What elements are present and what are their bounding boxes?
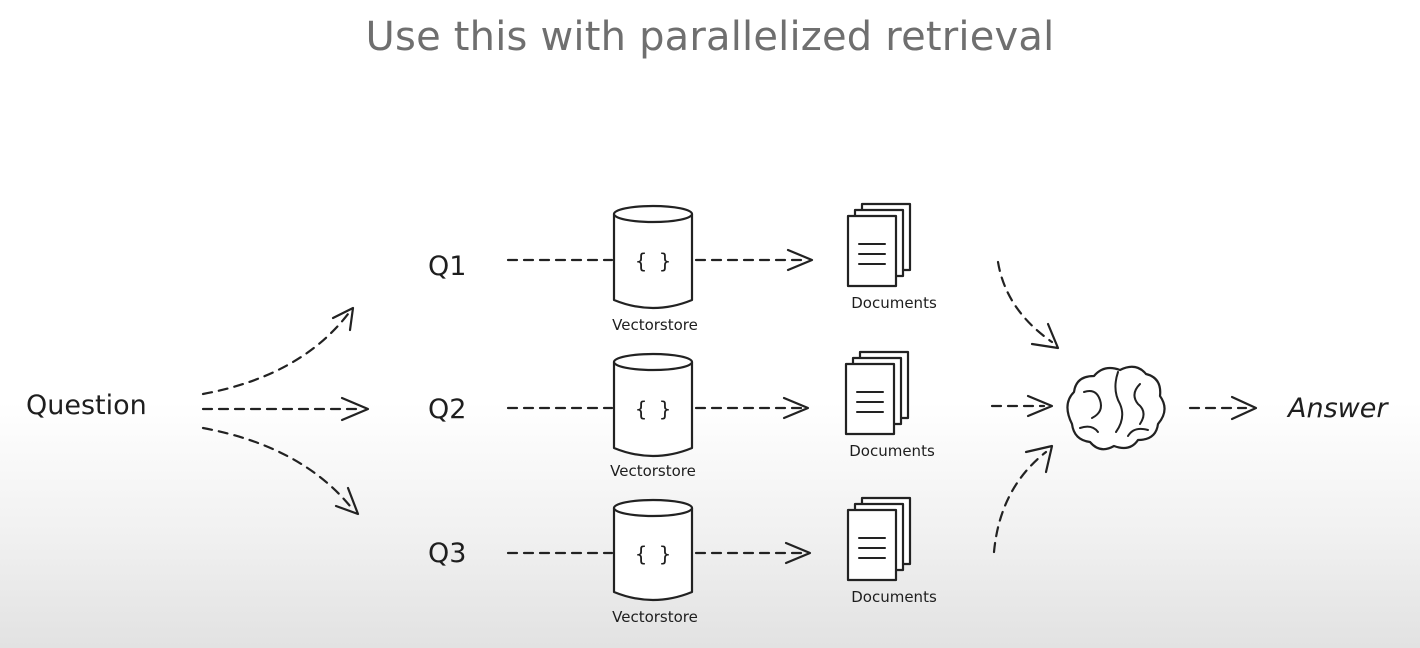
query-label-q3: Q3: [428, 538, 466, 569]
database-cylinder-icon: { }: [612, 498, 694, 602]
store-to-docs-arrow-1: [694, 248, 814, 272]
docs-to-llm-arrow-1: [996, 260, 1060, 350]
vectorstore-label-2: Vectorstore: [610, 462, 696, 480]
query-label-q1: Q1: [428, 251, 466, 282]
document-stack-icon: [846, 202, 912, 288]
query-label-q2: Q2: [428, 394, 466, 425]
vectorstore-symbol: { }: [635, 542, 671, 566]
branch-1: Q1 { } Vectorstore Documents: [428, 202, 937, 334]
database-cylinder-icon: { }: [612, 204, 694, 310]
vectorstore-symbol: { }: [635, 249, 671, 273]
brain-icon: [1066, 365, 1166, 451]
documents-label-3: Documents: [851, 588, 937, 606]
docs-to-llm-arrow-3: [992, 444, 1054, 554]
fanout-arrow-middle: [201, 396, 370, 422]
fanout-arrow-up: [201, 306, 355, 396]
store-to-docs-arrow-2: [694, 396, 810, 420]
database-cylinder-icon: { }: [612, 352, 694, 458]
docs-to-llm-arrow-2: [990, 394, 1054, 418]
branch-2: Q2 { } Vectorstore Documents: [428, 350, 935, 480]
vectorstore-label-3: Vectorstore: [612, 608, 698, 626]
documents-label-2: Documents: [849, 442, 935, 460]
fanout-arrow-down: [201, 426, 360, 516]
vectorstore-symbol: { }: [635, 397, 671, 421]
llm-to-answer-arrow: [1188, 395, 1258, 421]
documents-label-1: Documents: [851, 294, 937, 312]
answer-label: Answer: [1286, 393, 1389, 424]
store-to-docs-arrow-3: [694, 541, 812, 565]
document-stack-icon: [846, 496, 912, 582]
vectorstore-label-1: Vectorstore: [612, 316, 698, 334]
diagram-title: Use this with parallelized retrieval: [365, 14, 1055, 60]
question-label: Question: [26, 390, 147, 421]
document-stack-icon: [844, 350, 910, 436]
branch-3: Q3 { } Vectorstore Documents: [428, 496, 937, 626]
